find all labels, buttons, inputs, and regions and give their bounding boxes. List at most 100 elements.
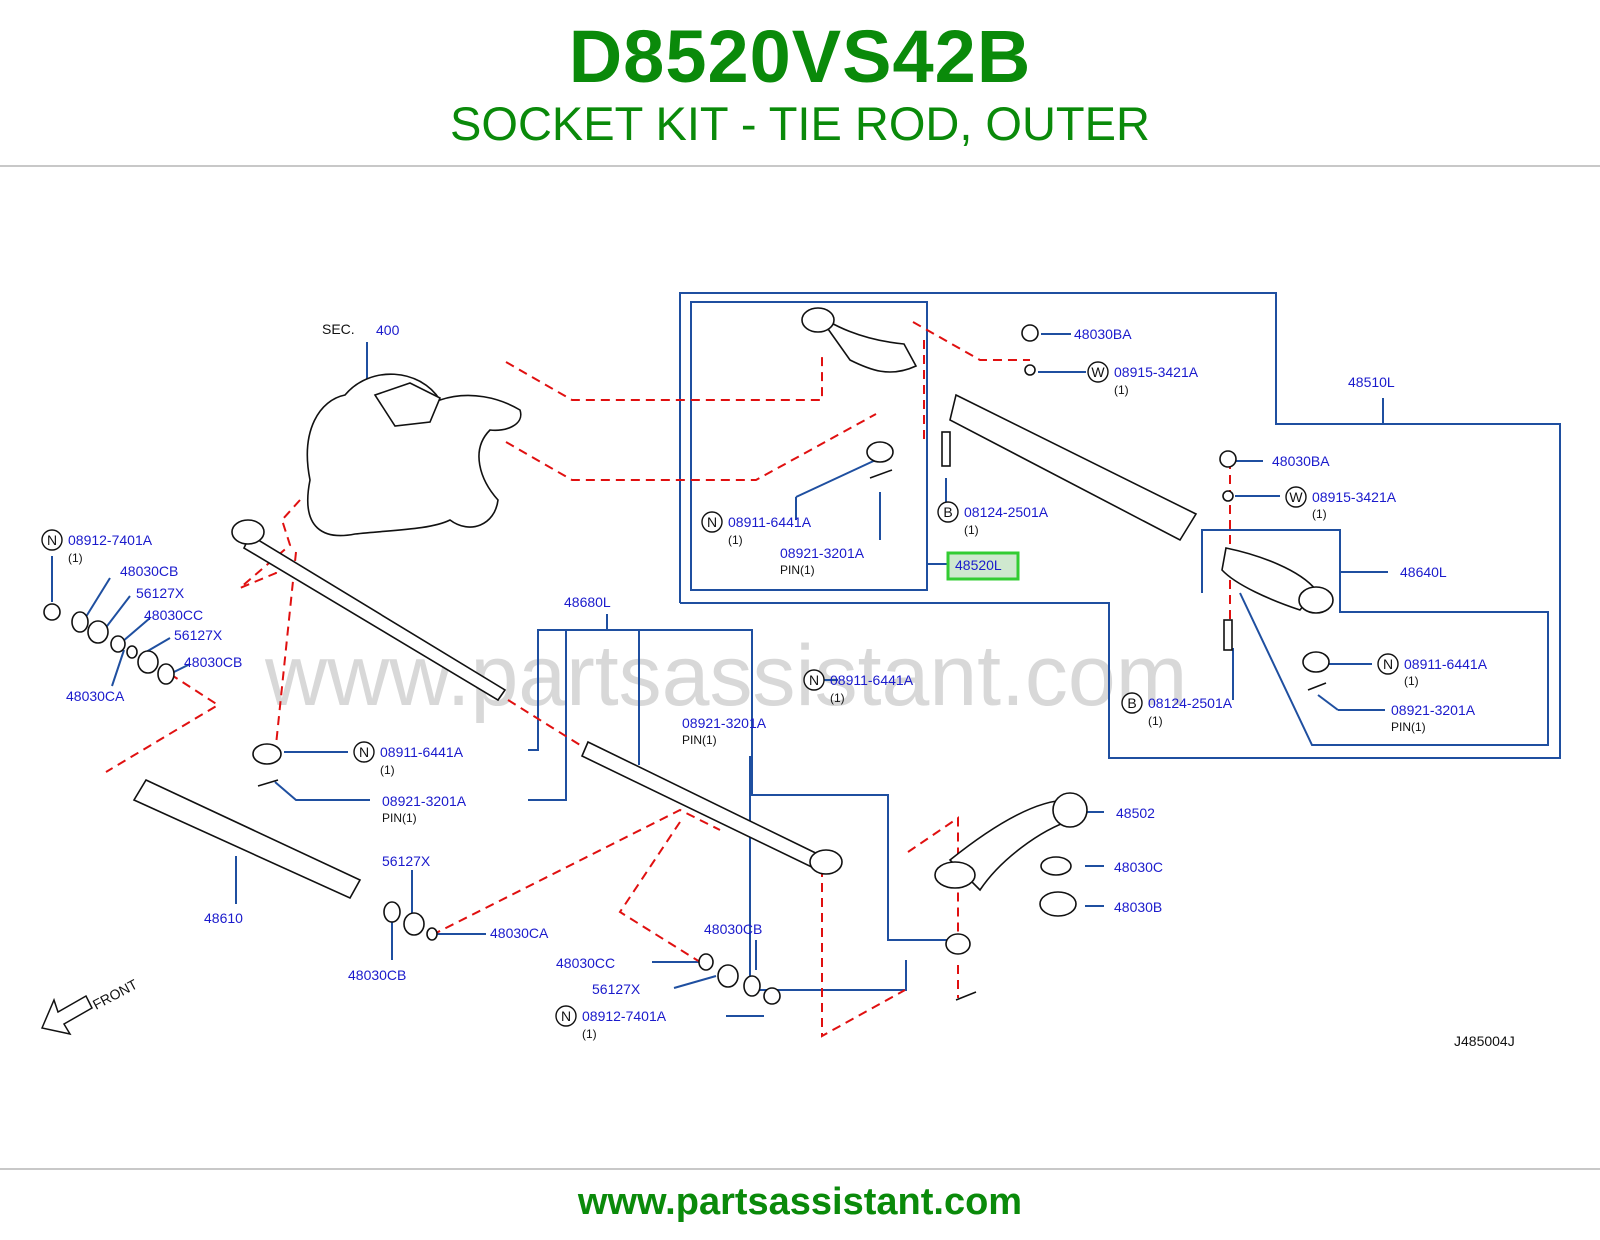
part-link-08911-6441A-4[interactable]: 08911-6441A xyxy=(380,744,464,760)
part-link-56127X-3[interactable]: 56127X xyxy=(382,853,431,869)
prefix-w-2: W xyxy=(1289,489,1303,505)
pitman-arm-spline xyxy=(1052,792,1088,828)
part-link-56127X-1[interactable]: 56127X xyxy=(136,585,185,601)
nut-48030BA-upper xyxy=(1021,324,1039,342)
pin-qty-label: PIN(1) xyxy=(780,563,815,577)
cotter-pins xyxy=(257,469,1327,1001)
part-link-48030CA-2[interactable]: 48030CA xyxy=(490,925,549,941)
prefix-n-1: N xyxy=(707,514,717,530)
part-link-48610[interactable]: 48610 xyxy=(204,910,243,926)
part-link-08912-7401A-2[interactable]: 08912-7401A xyxy=(582,1008,667,1024)
part-link-08915-3421A-2[interactable]: 08915-3421A xyxy=(1312,489,1397,505)
bushing-56127X-damper xyxy=(403,912,425,936)
pin-lower-left xyxy=(257,779,279,787)
castle-nut-lower-left xyxy=(252,743,282,765)
steering-gear-housing xyxy=(306,373,522,537)
part-link-48680L[interactable]: 48680L xyxy=(564,594,611,610)
part-link-08911-6441A-2[interactable]: 08911-6441A xyxy=(1404,656,1488,672)
part-link-48510L[interactable]: 48510L xyxy=(1348,374,1395,390)
pitman-arm-boss xyxy=(934,861,976,889)
section-label: SEC. xyxy=(322,321,355,337)
prefix-b-1: B xyxy=(943,504,952,520)
part-link-08915-3421A-1[interactable]: 08915-3421A xyxy=(1114,364,1199,380)
qty-label: (1) xyxy=(1148,714,1163,728)
part-link-56127X-4[interactable]: 56127X xyxy=(592,981,641,997)
qty-label: (1) xyxy=(68,551,83,565)
castle-nut-pitman xyxy=(945,933,971,955)
part-link-48030CB-1[interactable]: 48030CB xyxy=(120,563,178,579)
part-link-08912-7401A-1[interactable]: 08912-7401A xyxy=(68,532,153,548)
connection-lines xyxy=(105,321,1231,1038)
prefix-n-5: N xyxy=(47,532,57,548)
part-link-48030CB-4[interactable]: 48030CB xyxy=(704,921,762,937)
washer-08915-upper xyxy=(1024,364,1036,376)
part-link-48502[interactable]: 48502 xyxy=(1116,805,1155,821)
part-link-48520L[interactable]: 48520L xyxy=(955,557,1002,573)
bushing-48030CB-damper xyxy=(383,901,401,923)
prefix-n-3: N xyxy=(809,672,819,688)
part-link-08124-2501A-1[interactable]: 08124-2501A xyxy=(964,504,1049,520)
nut-08912-left xyxy=(43,603,61,621)
part-link-48030CB-3[interactable]: 48030CB xyxy=(348,967,406,983)
part-link-48030BA-1[interactable]: 48030BA xyxy=(1074,326,1132,342)
prefix-letters: W W B N N N B N N N xyxy=(47,364,1393,1024)
qty-label: (1) xyxy=(582,1027,597,1041)
footer-site-link[interactable]: www.partsassistant.com xyxy=(577,1181,1023,1223)
part-link-08921-3201A-1[interactable]: 08921-3201A xyxy=(780,545,865,561)
qty-label: (1) xyxy=(380,763,395,777)
group-box-48640L xyxy=(1201,529,1549,746)
part-link-48030CA-1[interactable]: 48030CA xyxy=(66,688,125,704)
washer-48030CA-damper xyxy=(426,927,438,941)
qty-label: (1) xyxy=(964,523,979,537)
front-arrow-icon xyxy=(40,994,93,1036)
gear-mount-boss xyxy=(373,382,442,427)
part-link-48640L[interactable]: 48640L xyxy=(1400,564,1447,580)
part-link-48030BA-2[interactable]: 48030BA xyxy=(1272,453,1330,469)
part-link-48030C[interactable]: 48030C xyxy=(1114,859,1163,875)
prefix-b-2: B xyxy=(1127,695,1136,711)
qty-label: (1) xyxy=(1114,383,1129,397)
bushing-56127X-lower xyxy=(717,964,739,988)
nut-48030BA-lower xyxy=(1219,450,1237,468)
part-link-08921-3201A-4[interactable]: 08921-3201A xyxy=(382,793,467,809)
drawing-code: J485004J xyxy=(1454,1033,1515,1049)
highlight-48520L[interactable] xyxy=(946,551,1020,581)
pin-qty-label: PIN(1) xyxy=(1391,720,1426,734)
part-drawings xyxy=(43,307,1334,1005)
part-link-08911-6441A-3[interactable]: 08911-6441A xyxy=(830,672,914,688)
diagram-subtitle: SOCKET KIT - TIE ROD, OUTER xyxy=(450,97,1150,150)
part-link-08124-2501A-2[interactable]: 08124-2501A xyxy=(1148,695,1233,711)
section-number-link[interactable]: 400 xyxy=(376,322,400,338)
qty-label: (1) xyxy=(1312,507,1327,521)
group-box-48520L xyxy=(690,301,928,591)
group-outlines xyxy=(51,292,1561,1017)
part-link-48030B[interactable]: 48030B xyxy=(1114,899,1162,915)
bushing-48030CB-left2 xyxy=(157,663,175,685)
bushing-48030CB-lower xyxy=(743,975,761,997)
part-link-08921-3201A-2[interactable]: 08921-3201A xyxy=(1391,702,1476,718)
castle-nut-48520L xyxy=(866,441,894,463)
prefix-n-6: N xyxy=(561,1008,571,1024)
part-link-48030CC-1[interactable]: 48030CC xyxy=(144,607,203,623)
bushing-56127X-left xyxy=(87,620,109,644)
part-link-48030CB-2[interactable]: 48030CB xyxy=(184,654,242,670)
pin-pitman xyxy=(955,991,977,1001)
tie-rod-ball-left xyxy=(231,519,265,545)
diagram-canvas xyxy=(0,268,1600,1068)
washer-48030CA-left xyxy=(126,645,138,659)
nut-48030B xyxy=(1039,891,1077,917)
qty-label: (1) xyxy=(830,691,845,705)
prefix-n-4: N xyxy=(359,744,369,760)
bushing-48030CB-left xyxy=(71,611,89,633)
header-divider xyxy=(0,165,1600,167)
part-link-48030CC-2[interactable]: 48030CC xyxy=(556,955,615,971)
part-link-08921-3201A-3[interactable]: 08921-3201A xyxy=(682,715,767,731)
lock-washer-48030C xyxy=(1040,856,1072,876)
footer-divider xyxy=(0,1168,1600,1170)
pin-qty-label: PIN(1) xyxy=(682,733,717,747)
socket-ball-stud xyxy=(801,307,835,333)
part-link-56127X-2[interactable]: 56127X xyxy=(174,627,223,643)
part-link-08911-6441A-1[interactable]: 08911-6441A xyxy=(728,514,812,530)
pin-qty-label: PIN(1) xyxy=(382,811,417,825)
